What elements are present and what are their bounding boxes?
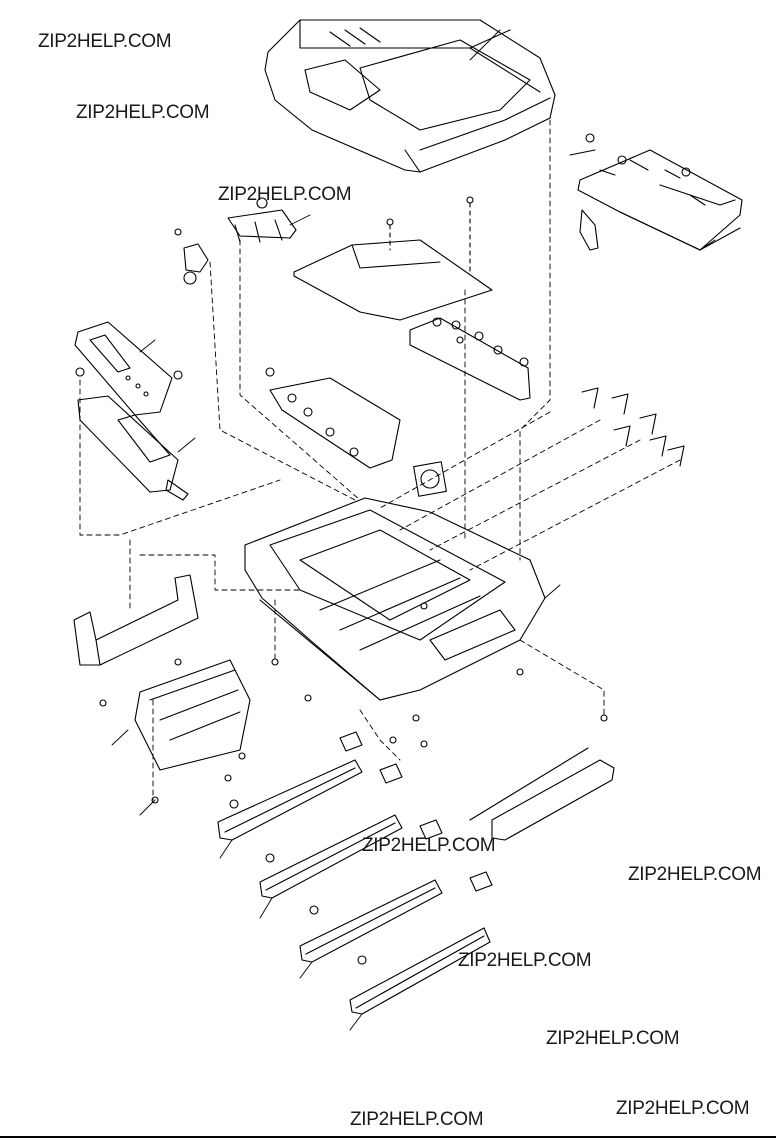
watermark-7: ZIP2HELP.COM <box>546 1028 680 1049</box>
footer-rule <box>0 1136 776 1138</box>
metal-bracket <box>409 317 531 401</box>
idler-assembly <box>174 228 209 285</box>
middle-cover-plate <box>293 196 493 321</box>
watermark-4: ZIP2HELP.COM <box>362 835 496 856</box>
frame-screws <box>271 658 608 748</box>
guide-springs <box>581 387 685 467</box>
watermark-2: ZIP2HELP.COM <box>76 102 210 123</box>
led-head-bar-1 <box>217 731 363 841</box>
main-frame <box>244 497 546 701</box>
operator-panel-board <box>75 367 189 501</box>
paper-guide-tray <box>73 574 199 666</box>
fan <box>413 461 447 497</box>
right-rail <box>469 747 615 841</box>
leader-lines <box>111 29 716 1031</box>
watermark-1: ZIP2HELP.COM <box>38 31 172 52</box>
inner-bracket <box>265 367 401 469</box>
upper-clip-bracket <box>227 197 297 243</box>
right-board <box>569 133 743 251</box>
operator-panel-cover <box>74 321 173 416</box>
watermark-3: ZIP2HELP.COM <box>218 184 352 205</box>
watermark-5: ZIP2HELP.COM <box>628 864 762 885</box>
led-head-bar-4 <box>349 871 493 1015</box>
watermark-8: ZIP2HELP.COM <box>616 1098 750 1119</box>
top-cover <box>264 19 556 173</box>
watermark-6: ZIP2HELP.COM <box>458 950 592 971</box>
led-head-bar-2 <box>259 763 403 899</box>
watermark-9: ZIP2HELP.COM <box>350 1109 484 1130</box>
led-head-bar-3 <box>299 819 443 963</box>
assembly-guide-lines <box>79 119 681 801</box>
left-gear-unit <box>99 658 251 804</box>
